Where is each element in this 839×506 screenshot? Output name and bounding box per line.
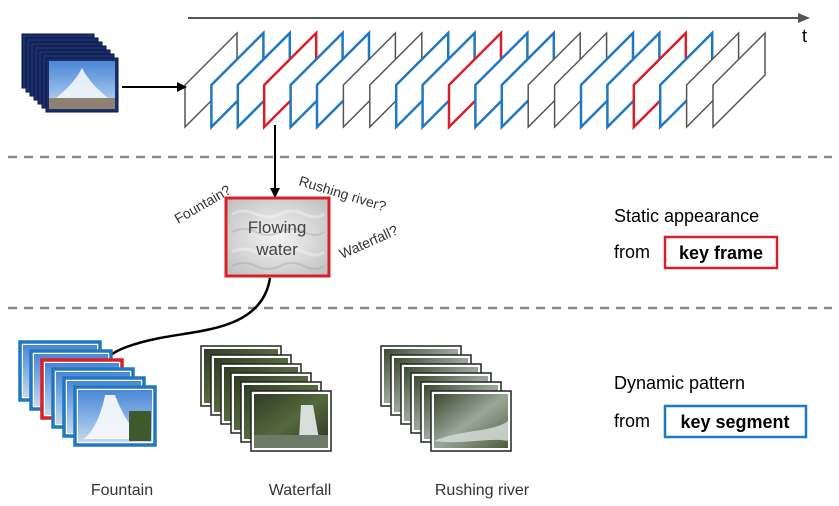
dynamic-note-line1: Dynamic pattern <box>614 373 745 393</box>
input-video-stack <box>21 33 187 113</box>
static-note-line1: Static appearance <box>614 206 759 226</box>
water-texture <box>231 209 325 270</box>
key-frame-label: key frame <box>679 243 763 263</box>
fountain-stack <box>18 340 157 447</box>
guess-waterfall: Waterfall? <box>337 222 401 262</box>
dynamic-pattern-note: Dynamic pattern from key segment <box>614 373 808 439</box>
static-appearance-note: Static appearance from key frame <box>614 206 779 270</box>
caption-fountain: Fountain <box>91 482 153 499</box>
frame-sequence <box>184 29 766 131</box>
caption-rushing-river: Rushing river <box>435 482 530 499</box>
video-frame <box>712 31 766 129</box>
flowing-water-box <box>224 196 331 278</box>
static-note-prefix: from <box>614 242 650 262</box>
time-axis-label: t <box>802 26 807 46</box>
waterfall-frame <box>250 390 332 452</box>
timeline: t <box>188 13 810 46</box>
dynamic-note-prefix: from <box>614 411 650 431</box>
center-box: Flowing water <box>224 196 331 278</box>
fountain-frame <box>73 385 157 447</box>
center-box-line2: water <box>255 240 298 259</box>
input-video-frame <box>45 57 119 113</box>
key-frame-badge <box>663 235 779 270</box>
center-box-line1: Flowing <box>248 218 307 237</box>
waterfall-stack <box>200 345 332 452</box>
river-stack <box>380 345 512 452</box>
key-segment-label: key segment <box>680 412 789 432</box>
caption-waterfall: Waterfall <box>269 482 332 499</box>
river-frame <box>430 390 512 452</box>
guess-fountain: Fountain? <box>172 182 234 227</box>
key-segment-badge <box>663 404 808 439</box>
